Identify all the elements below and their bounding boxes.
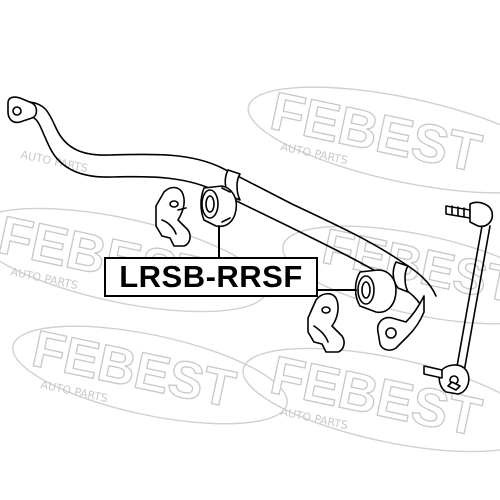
watermark-ring	[242, 347, 500, 453]
bushing-upper	[200, 185, 238, 228]
watermark-ring	[12, 325, 288, 425]
stabilizer-link	[423, 201, 494, 395]
watermark-ring	[247, 86, 500, 194]
stabilizer-bar	[7, 96, 437, 351]
bushing-lower	[354, 269, 397, 314]
watermark-ring	[282, 225, 500, 325]
bracket-upper	[155, 186, 191, 247]
bracket-lower	[307, 292, 345, 353]
part-number-label: LRSB-RRSF	[104, 257, 318, 297]
